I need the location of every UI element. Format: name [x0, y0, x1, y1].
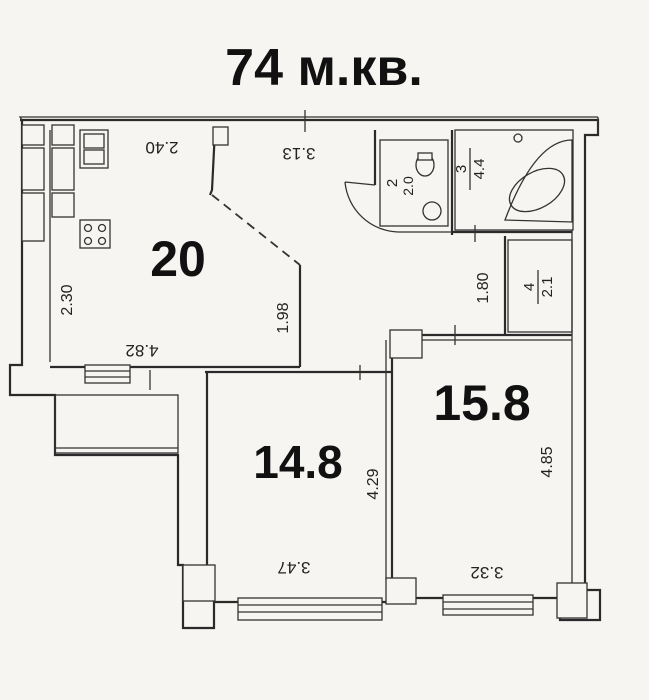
wc-area: 2.0 — [400, 176, 416, 196]
windows — [84, 364, 534, 621]
outer-walls — [8, 116, 602, 630]
storage-area: 2.1 — [539, 277, 556, 298]
dim-corridor: 1.80 — [475, 272, 492, 303]
dim-bedroom-left-height: 4.29 — [365, 468, 382, 499]
dim-bedroom-right-height: 4.85 — [539, 446, 556, 477]
plan-title: 74 м.кв. — [225, 39, 423, 97]
dim-kitchen-top: 2.40 — [145, 138, 178, 157]
dim-kitchen-left: 2.30 — [59, 284, 76, 315]
dashed-opening — [211, 194, 301, 266]
storage-number: 4 — [521, 283, 538, 291]
bathroom-area: 4.4 — [471, 159, 488, 180]
bathroom-number: 3 — [453, 165, 470, 173]
balcony — [54, 394, 179, 454]
toilet-icon — [379, 139, 449, 227]
stove-icon — [79, 219, 111, 249]
structural-columns — [182, 126, 588, 619]
dimension-ticks — [149, 110, 476, 390]
bathtub-icon — [454, 129, 574, 231]
room-area-bedroom-right: 15.8 — [433, 375, 530, 431]
door-arc-wc — [344, 181, 399, 233]
room-area-kitchen: 20 — [150, 231, 206, 287]
dim-bedroom-right-width: 3.32 — [470, 563, 503, 582]
dim-bedroom-left-width: 3.47 — [277, 558, 310, 577]
dim-kitchen-bottom: 4.82 — [125, 341, 158, 360]
wc-number: 2 — [384, 179, 401, 187]
dim-hall-width: 1.98 — [275, 302, 292, 333]
room-area-bedroom-left: 14.8 — [253, 436, 343, 488]
kitchen-cabinets — [21, 124, 109, 242]
dim-hall-top: 3.13 — [282, 144, 315, 163]
